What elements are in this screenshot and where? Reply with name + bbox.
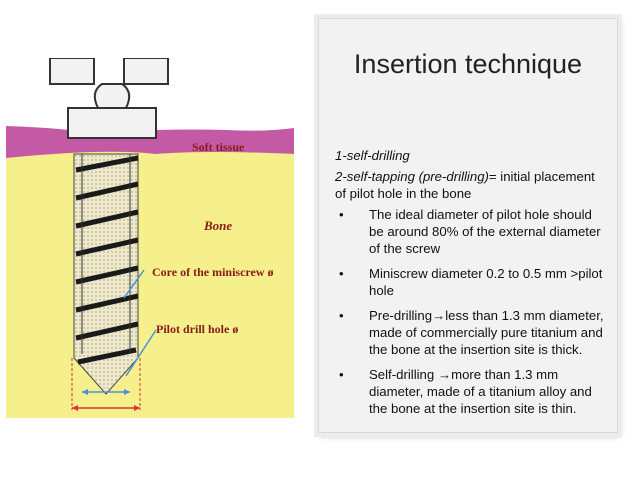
bullet-item: • The ideal diameter of pilot hole should… [335,206,607,257]
miniscrew-illustration [6,58,294,418]
bullet-item: • Miniscrew diameter 0.2 to 0.5 mm >pilot… [335,265,607,299]
core-label: Core of the miniscrew ø [152,265,274,279]
slide-text-panel: Insertion technique 1-self-drilling 2-se… [318,18,618,433]
bullet-text: The ideal diameter of pilot hole should … [369,207,601,256]
core-arrowhead-left [82,389,88,395]
pilot-arrowhead-right [134,405,140,411]
item-lead: 1-self-drilling [335,148,410,163]
pilot-arrowhead-left [72,405,78,411]
item-rest: = initial placement of pilot hole in the… [335,169,595,201]
bone-layer [6,148,294,418]
miniscrew-diagram: Soft tissue Bone Core of the miniscrew ø… [6,58,294,418]
screw-threads [75,155,139,365]
slide-title: Insertion technique [353,49,583,79]
bullet-icon: • [339,207,344,222]
screw-head-left [49,58,95,85]
bone-label: Bone [204,218,233,233]
bullet-icon: • [339,308,344,323]
screw-collar [67,107,157,139]
bullet-item: • Self-drilling →more than 1.3 mm diamete… [335,366,607,417]
item-lead: 2-self-tapping (pre-drilling) [335,169,489,184]
bullet-list: • The ideal diameter of pilot hole should… [335,206,607,417]
screw-neck [93,83,131,109]
bullet-text: Pre-drilling→less than 1.3 mm diameter, … [369,308,604,357]
bullet-text: Self-drilling →more than 1.3 mm diameter… [369,367,592,416]
bullet-text: Miniscrew diameter 0.2 to 0.5 mm >pilot … [369,266,603,298]
screw-head-right [123,58,169,85]
bullet-icon: • [339,367,344,382]
bullet-icon: • [339,266,344,281]
core-arrowhead-right [124,389,130,395]
pilot-pointer [125,329,157,377]
core-pointer [123,269,145,299]
list-item: 1-self-drilling [335,147,607,164]
pilot-hole-label: Pilot drill hole ø [156,322,239,336]
bullet-item: • Pre-drilling→less than 1.3 mm diameter,… [335,307,607,358]
slide-content: 1-self-drilling 2-self-tapping (pre-dril… [335,147,607,425]
soft-tissue-label: Soft tissue [192,140,245,154]
list-item: 2-self-tapping (pre-drilling)= initial p… [335,168,607,202]
